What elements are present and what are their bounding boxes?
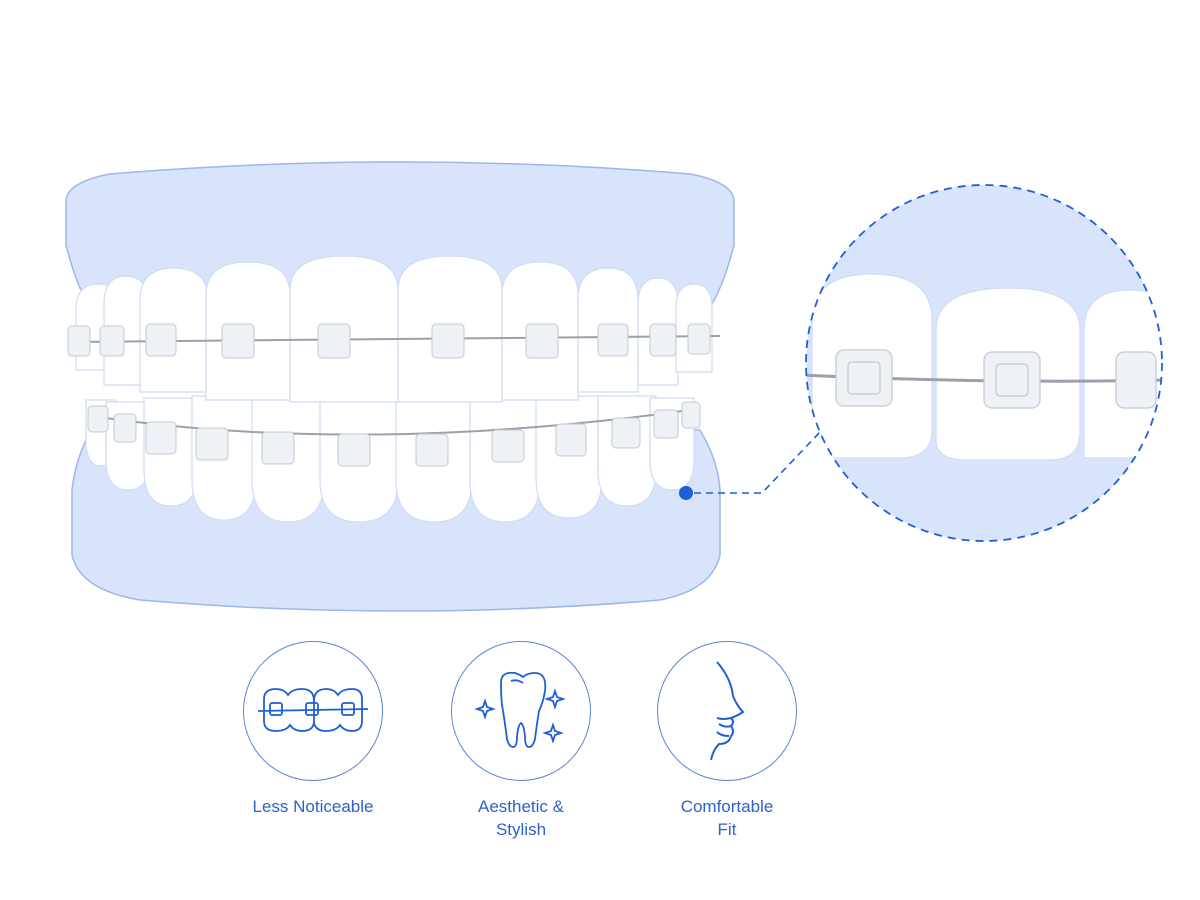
zoom-circle xyxy=(805,184,1163,542)
feature-label: Comfortable Fit xyxy=(680,797,774,839)
sparkling-tooth-icon xyxy=(474,671,566,748)
zoom-brackets xyxy=(835,349,1157,409)
feature-label: Less Noticeable xyxy=(252,797,374,816)
feature-label: Aesthetic & Stylish xyxy=(478,797,564,839)
face-profile-icon xyxy=(710,661,745,761)
braces-icon xyxy=(258,688,368,732)
upper-brackets xyxy=(67,323,711,359)
feature-aesthetic-stylish: Aesthetic & Stylish xyxy=(421,641,621,841)
feature-less-noticeable: Less Noticeable xyxy=(213,641,413,818)
feature-badge xyxy=(451,641,591,781)
lower-brackets xyxy=(87,401,701,467)
feature-badge xyxy=(657,641,797,781)
callout-point xyxy=(679,486,693,500)
feature-badge xyxy=(243,641,383,781)
zoom-circle-border xyxy=(805,184,1163,542)
callout-leader-line xyxy=(694,431,821,494)
feature-comfortable-fit: Comfortable Fit xyxy=(627,641,827,841)
